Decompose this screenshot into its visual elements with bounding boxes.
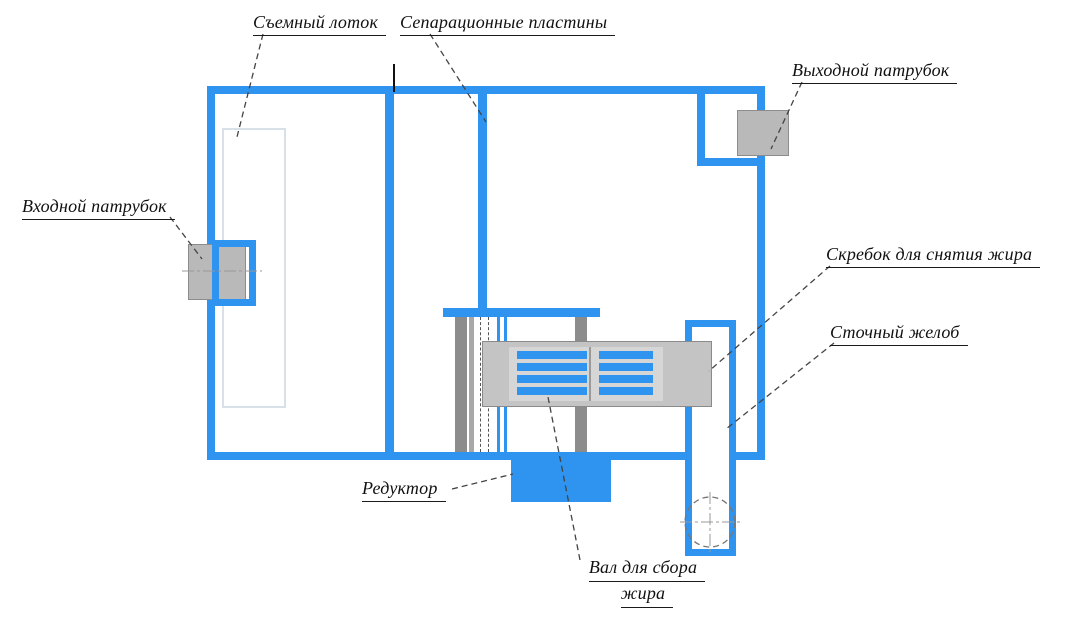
label-separation-plates: Сепарационные пластины (400, 12, 616, 36)
scraper-slat (517, 387, 587, 395)
outlet-chamber-baffle (697, 86, 705, 166)
reducer-block (511, 458, 611, 502)
label-removable-tray-text: Съемный лоток (253, 12, 387, 36)
label-drain-gutter: Сточный желоб (830, 322, 968, 346)
separation-plates-wall (478, 86, 487, 317)
label-reducer: Редуктор (362, 478, 446, 502)
outlet-chamber-shelf (697, 158, 765, 166)
label-inlet-pipe: Входной патрубок (22, 196, 175, 220)
scraper-slat (599, 351, 653, 359)
scraper-slat (517, 351, 587, 359)
label-reducer-text: Редуктор (362, 478, 446, 502)
label-grease-shaft-line1: Вал для сбора (588, 556, 706, 582)
label-inlet-pipe-text: Входной патрубок (22, 196, 175, 220)
scraper-slat (599, 387, 653, 395)
partition-wall (385, 86, 394, 460)
scraper-slat (599, 375, 653, 383)
drain-gutter-top-cap (685, 320, 736, 327)
label-removable-tray: Съемный лоток (253, 12, 387, 36)
gutter-bottom-wall-gap (692, 452, 729, 460)
scraper-slat (517, 375, 587, 383)
drain-gutter-left-wall (685, 320, 692, 556)
scraper-body (482, 341, 712, 407)
leader-reducer (451, 473, 514, 490)
label-drain-gutter-text: Сточный желоб (830, 322, 968, 346)
scraper-rail (443, 308, 600, 317)
drive-chain-dashed-line (480, 317, 481, 452)
outlet-pipe-shape (737, 110, 789, 156)
label-outlet-pipe-text: Выходной патрубок (792, 60, 958, 84)
scraper-slat (599, 363, 653, 371)
shaft-end-circle (684, 496, 736, 548)
label-separation-plates-text: Сепарационные пластины (400, 12, 616, 36)
scraper-leg-left (455, 317, 467, 452)
label-grease-shaft-line2: жира (620, 582, 674, 608)
drain-gutter-bottom-cap (685, 549, 736, 556)
scraper-center-line (589, 347, 591, 401)
label-grease-scraper: Скребок для снятия жира (826, 244, 1041, 268)
drain-gutter-right-wall (729, 320, 736, 556)
scraper-slat (517, 363, 587, 371)
label-grease-scraper-text: Скребок для снятия жира (826, 244, 1041, 268)
label-grease-shaft: Вал для сбора жира (572, 556, 722, 608)
label-outlet-pipe: Выходной патрубок (792, 60, 958, 84)
inlet-flange-frame (212, 240, 256, 306)
drive-shaft-gray-line (469, 317, 474, 452)
